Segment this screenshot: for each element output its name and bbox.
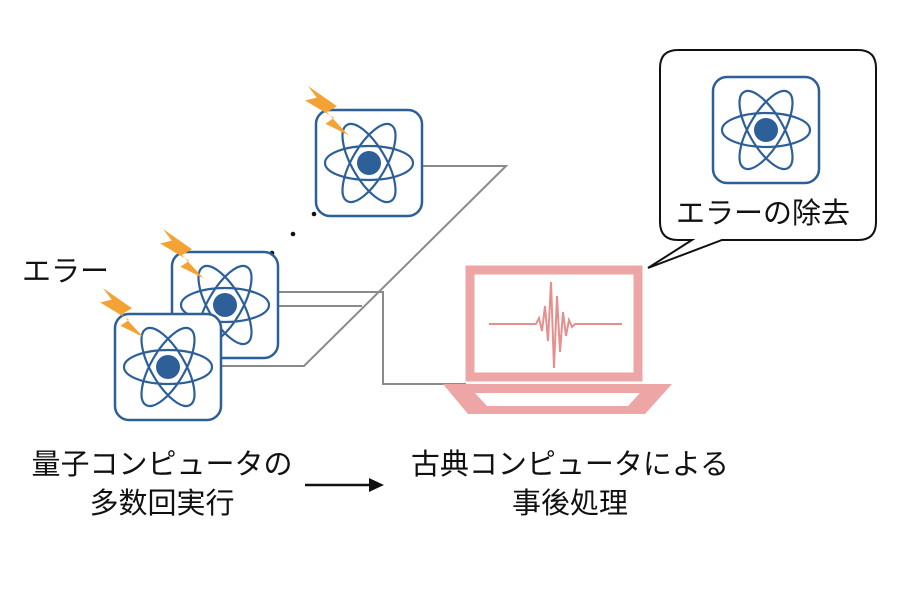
error-label: エラー bbox=[22, 254, 110, 288]
error-removal-label: エラーの除去 bbox=[676, 196, 851, 230]
waveform-icon bbox=[489, 281, 622, 369]
atom-icon-bubble bbox=[711, 75, 821, 185]
arrow-right-icon bbox=[305, 478, 384, 492]
classical-caption-line2: 事後処理 bbox=[511, 486, 628, 520]
ellipsis-dots bbox=[269, 211, 317, 256]
quantum-caption-line2: 多数回実行 bbox=[89, 486, 235, 520]
connector-lines bbox=[216, 165, 509, 385]
quantum-caption-line1: 量子コンピュータの bbox=[31, 447, 293, 481]
classical-caption-line1: 古典コンピュータによる bbox=[410, 447, 730, 481]
laptop-icon bbox=[443, 265, 672, 414]
